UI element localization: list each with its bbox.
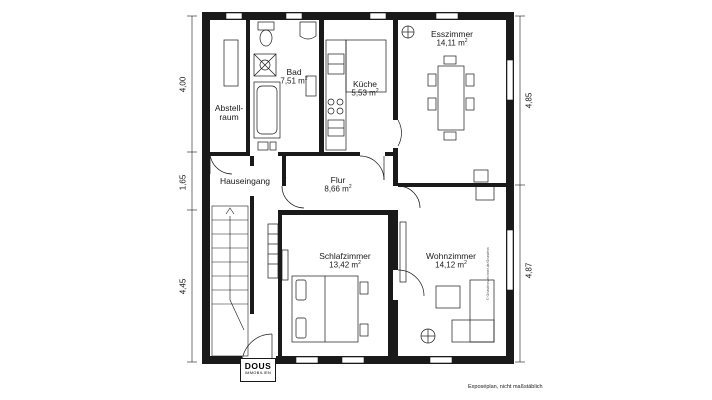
room-area-flur-value: 8,66 m [324, 184, 349, 194]
windows [225, 12, 514, 364]
room-label-wohnzimmer: Wohnzimmer 14,12 m2 [418, 252, 484, 270]
room-name-abstellraum-line2: raum [219, 111, 239, 122]
kitchen-fixtures [325, 39, 387, 151]
room-area-esszimmer-value: 14,11 m [436, 38, 465, 48]
dimension-left-upper: 4,00 [178, 76, 188, 93]
bathroom-fixtures [223, 21, 317, 151]
room-area-esszimmer-unit: 2 [464, 37, 468, 44]
room-name-esszimmer: Esszimmer [430, 29, 474, 39]
room-name-abstellraum-line1: Abstell- [214, 103, 244, 113]
room-name-wohnzimmer: Wohnzimmer [426, 251, 476, 261]
logo-brand: DOUS [244, 361, 272, 371]
dining-fixtures [401, 25, 495, 201]
room-name-hauseingang: Hauseingang [219, 176, 271, 186]
walls [202, 12, 514, 364]
room-area-wohnzimmer-unit: 2 [464, 259, 467, 266]
room-area-schlafzimmer-value: 13,42 m [329, 260, 359, 270]
dimension-right-lower: 4,87 [524, 262, 534, 279]
company-logo: DOUS IMMOBILIEN [240, 358, 276, 382]
room-label-esszimmer: Esszimmer 14,11 m2 [420, 30, 484, 48]
logo-subtitle: IMMOBILIEN [244, 371, 272, 375]
room-name-schlafzimmer: Schlafzimmer [319, 251, 371, 261]
room-area-kueche-value: 5,53 m [351, 88, 376, 98]
room-label-abstellraum: Abstell- raum [212, 104, 246, 122]
room-area-kueche-unit: 2 [375, 87, 379, 94]
room-area-wohnzimmer: 14,12 m2 [418, 259, 484, 270]
room-area-schlafzimmer: 13,42 m2 [310, 259, 380, 270]
staircase [211, 205, 249, 357]
room-name-bad: Bad [286, 67, 302, 77]
room-area-kueche: 5,53 m2 [340, 87, 390, 98]
dimension-lines [187, 15, 525, 363]
dimension-right-upper: 4,85 [524, 92, 534, 109]
room-area-bad-value: 7,51 m [280, 76, 305, 86]
room-label-kueche: Küche 5,53 m2 [340, 80, 390, 98]
room-area-esszimmer: 14,11 m2 [420, 37, 484, 48]
room-name-flur: Flur [330, 175, 346, 185]
copyright-note: © Grundrisszeichner.de/Grundriss [486, 247, 490, 300]
dimension-left-lower: 4,45 [178, 278, 188, 295]
room-area-bad: 7,51 m2 [272, 75, 316, 86]
furniture [267, 221, 495, 344]
room-area-wohnzimmer-value: 14,12 m [435, 260, 465, 270]
room-label-schlafzimmer: Schlafzimmer 13,42 m2 [310, 252, 380, 270]
room-label-hauseingang: Hauseingang [214, 177, 276, 186]
room-area-flur: 8,66 m2 [314, 183, 362, 194]
room-area-flur-unit: 2 [348, 183, 352, 190]
plan-footnote: Exposéplan, nicht maßstäblich [468, 384, 543, 390]
room-label-bad: Bad 7,51 m2 [272, 68, 316, 86]
room-area-bad-unit: 2 [304, 75, 308, 82]
room-label-flur: Flur 8,66 m2 [314, 176, 362, 194]
doors [209, 119, 425, 365]
dimension-left-middle: 1,65 [178, 174, 188, 191]
room-area-schlafzimmer-unit: 2 [358, 259, 361, 266]
room-name-kueche: Küche [352, 79, 378, 89]
